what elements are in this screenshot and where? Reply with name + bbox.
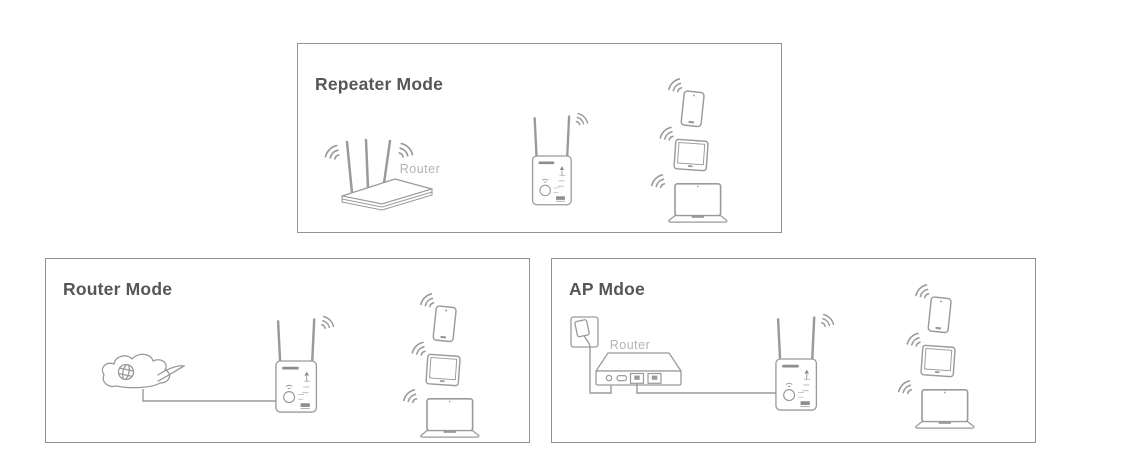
repeater-mode-panel: Repeater Mode Router	[297, 43, 782, 233]
repeater-mode-diagram: Router	[298, 44, 781, 232]
ap-mode-panel: AP Mdoe Router	[551, 258, 1036, 443]
power-outlet-icon	[570, 316, 599, 348]
panel-title: Router Mode	[63, 279, 173, 299]
client-devices-icons	[652, 79, 727, 222]
modem-router-icon	[595, 352, 682, 386]
wifi-extender-icon	[776, 315, 834, 410]
panel-title: AP Mdoe	[569, 279, 645, 299]
panel-title: Repeater Mode	[315, 74, 444, 94]
client-devices-icons	[404, 294, 479, 437]
wifi-extender-icon	[276, 317, 334, 412]
ap-mode-diagram: Router	[570, 259, 1035, 442]
router-mode-panel: Router Mode	[45, 258, 530, 443]
power-cord-line	[589, 347, 612, 394]
router-label: Router	[610, 338, 651, 352]
internet-cloud-icon	[101, 353, 185, 389]
router-label: Router	[400, 162, 441, 176]
client-devices-icons	[899, 285, 974, 428]
wifi-extender-icon	[533, 114, 588, 205]
ethernet-connection-line	[636, 383, 776, 394]
router-mode-diagram	[101, 259, 529, 442]
wan-connection-line	[142, 389, 276, 402]
